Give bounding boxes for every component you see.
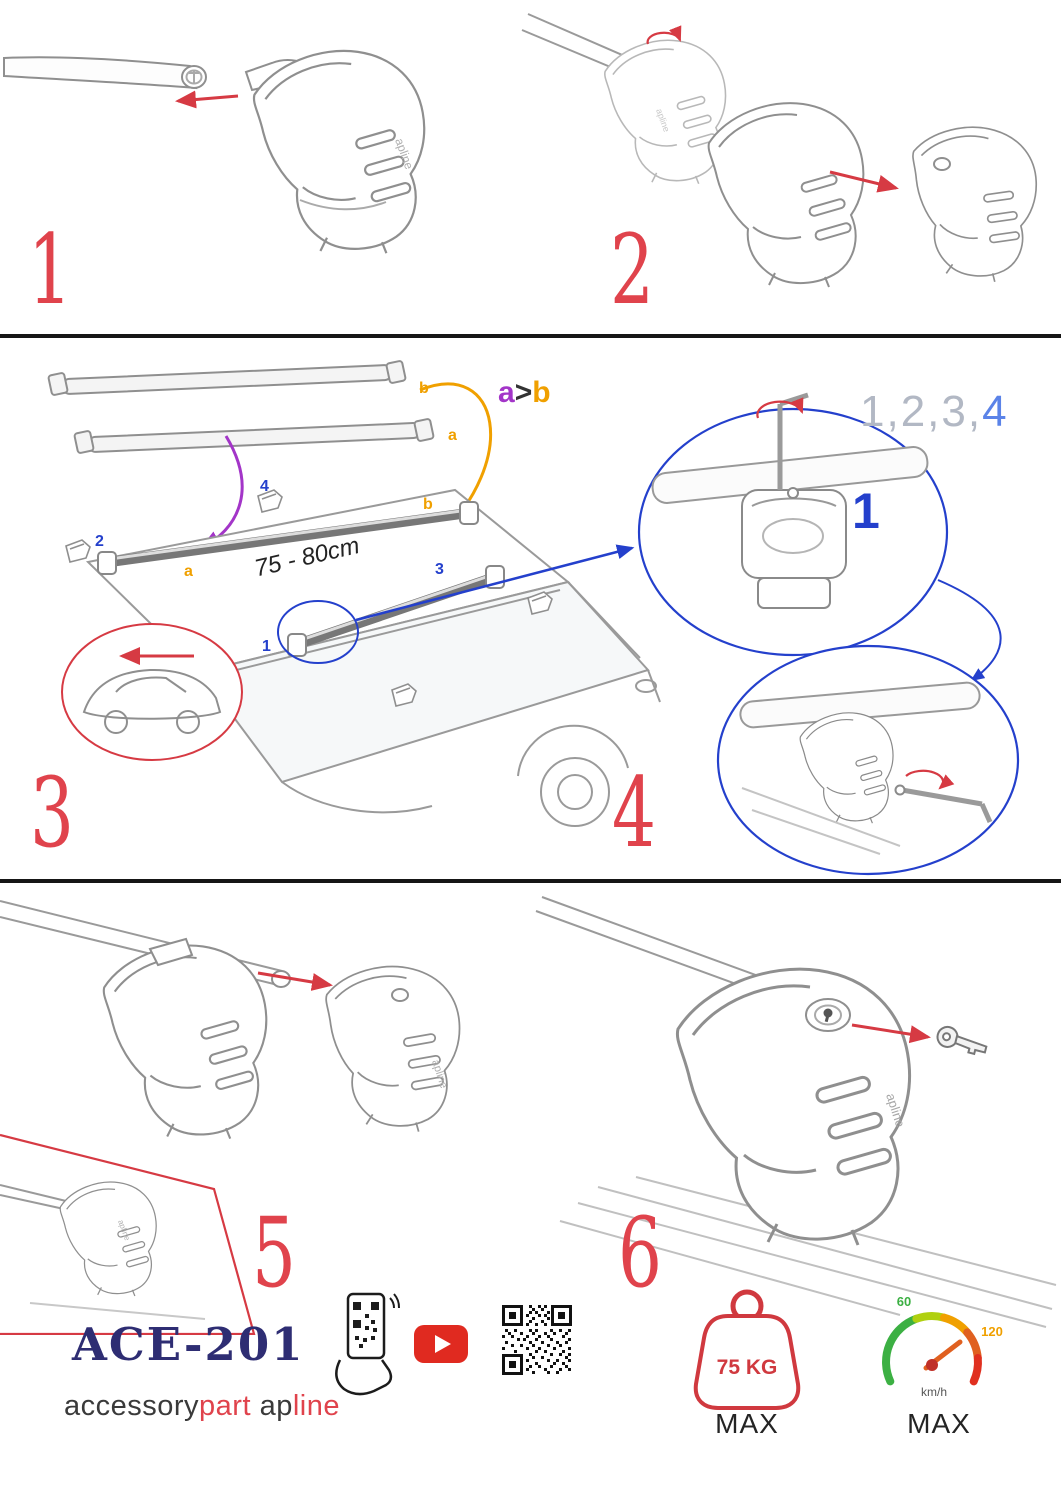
detail-circle-2 [716,644,1020,876]
sequence-blue: 4 [982,387,1009,436]
step6-number: 6 [618,1197,662,1309]
step1-illustration: apline [3,49,426,255]
focus-circle [277,600,359,664]
key-icon [936,1025,988,1056]
weight-max-label: MAX [715,1408,779,1439]
brand-ap: ap [259,1390,293,1422]
order-gt: > [514,376,533,409]
steps-3-4-illustration [47,360,1020,876]
rotation-arrow-icon [646,25,682,45]
install-order-label: a>b [498,378,551,408]
bar-a-label: a [448,427,457,444]
youtube-icon [414,1325,468,1363]
max-weight-icon: 75 KG [693,1289,801,1410]
bar-b-label: b [419,380,429,397]
max-speed-icon: 60 120 km/h [882,1294,1003,1399]
brand-part: part [199,1390,252,1422]
rotation-arrow-icon [756,397,804,419]
step5-illustration: apline apline [0,900,467,1335]
section-divider [0,879,1061,883]
step1-number: 1 [28,214,72,326]
roof-pos2-label: 2 [95,533,104,550]
step3-number: 3 [30,757,74,869]
model-number: ACE-201 [72,1318,305,1371]
detail-circle-1 [637,392,949,657]
qr-code-icon [502,1305,572,1375]
car-roof-illustration [65,488,661,827]
sequence-gray: 1,2,3, [860,387,983,436]
roof-bar-b-label: b [423,496,433,513]
red-arrow-icon [175,90,239,109]
brand-line: line [292,1390,341,1422]
allen-key-icon [901,787,993,824]
detail-step-number: 1 [852,483,880,539]
tighten-sequence-label: 1,2,3,4 [860,390,1009,434]
roof-patch-outline [0,1133,256,1335]
car-inset [61,623,243,761]
red-arrow-icon [257,971,333,991]
red-arrow-icon [829,170,899,193]
section-divider [0,334,1061,338]
brand-wordmark: accessorypart apline [64,1392,340,1421]
roof-pos1-label: 1 [262,638,271,655]
step2-illustration: apline [521,13,1045,289]
step6-illustration: apline [535,896,1057,1328]
speed-max-label: MAX [907,1408,971,1439]
roof-pos3-label: 3 [435,561,444,578]
purple-arrow-icon [199,435,244,550]
step5-number: 5 [252,1197,296,1309]
steps-5-6-illustration: apline apline apline [0,896,1057,1335]
roof-pos4-label: 4 [260,478,269,495]
speed-unit-label: km/h [921,1385,947,1399]
weight-limit-label: 75 KG [717,1356,778,1379]
speed-120-label: 120 [981,1324,1003,1339]
step2-number: 2 [610,214,654,326]
crossbar-pair [47,360,435,454]
steps-1-2-illustration: apline apline [3,13,1045,289]
blue-arrow-icon [355,544,635,622]
rotation-arrow-icon [905,769,955,790]
phone-qr-scan-icon [335,1292,400,1396]
roof-bar-a-label: a [184,563,193,580]
order-a: a [498,376,515,409]
speed-60-label: 60 [897,1294,911,1309]
keyhole-icon [823,1008,833,1023]
step4-number: 4 [612,757,656,869]
red-arrow-icon [851,1023,931,1044]
blue-connector [937,579,1002,682]
brand-accessory: accessory [64,1390,200,1422]
order-b: b [532,376,551,409]
